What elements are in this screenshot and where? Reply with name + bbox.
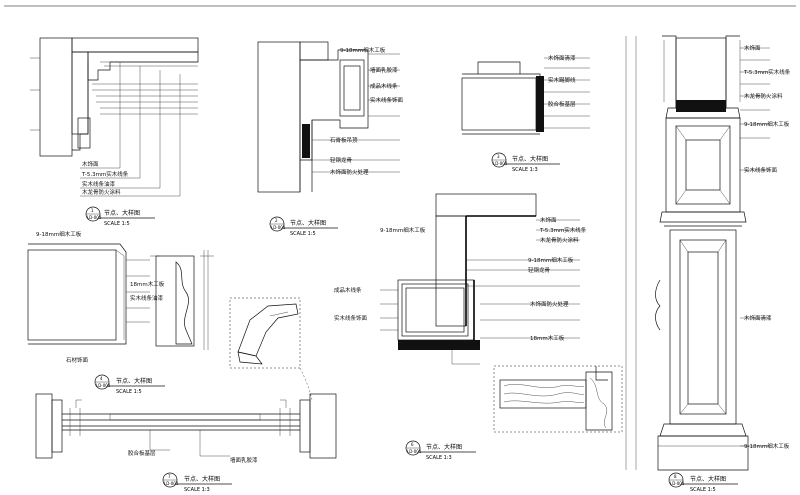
detail-3-title: 节点、大样图 xyxy=(512,155,548,163)
detail-2-drawing xyxy=(257,41,400,193)
note-8a: 木饰面 xyxy=(744,44,761,52)
note-3a: 木饰面清漆 xyxy=(548,54,576,62)
detail-1-title-block: 1 LD-002 节点、大样图 SCALE 1:5 xyxy=(85,206,155,227)
detail-2-tag-bottom: LD-002 xyxy=(271,225,286,230)
note-6b: T-5.3mm实木线条 xyxy=(539,226,587,234)
detail-4-tag-bottom: LD-002 xyxy=(96,383,111,388)
note-6e: 轻钢龙骨 xyxy=(528,266,551,274)
detail-7-tag-bottom: LD-002 xyxy=(164,481,179,486)
detail-2-title-block: 2 LD-002 节点、大样图 SCALE 1:5 xyxy=(269,216,338,237)
note-4d: 石材饰面 xyxy=(66,356,89,364)
note-2a: 9-18mm细木工板 xyxy=(340,46,386,54)
detail-1-drawing xyxy=(30,37,199,197)
detail-8-title: 节点、大样图 xyxy=(690,475,726,483)
note-6f: 木饰面防火处理 xyxy=(530,300,569,308)
detail-1-tag-top: 1 xyxy=(91,208,94,213)
detail-8-scale: SCALE 1:5 xyxy=(690,487,716,493)
detail-6-tag-bottom: LD-002 xyxy=(407,449,422,454)
detail-6-tag-top: 6 xyxy=(411,442,414,447)
note-2c: 成品木线条 xyxy=(370,82,398,90)
note-6j: 9-18mm细木工板 xyxy=(380,226,426,234)
note-6d: 9-18mm细木工板 xyxy=(528,256,574,264)
note-2b: 墙面乳胶漆 xyxy=(370,66,398,74)
detail-6-drawing xyxy=(380,193,580,365)
detail-6-title-block: 6 LD-002 节点、大样图 SCALE 1:3 xyxy=(405,440,476,461)
detail-3-title-block: 3 LD-002 节点、大样图 SCALE 1:3 xyxy=(491,152,560,173)
note-2e: 石膏板吊顶 xyxy=(330,136,358,144)
detail-1-title: 节点、大样图 xyxy=(104,209,140,217)
note-8d: 9-18mm细木工板 xyxy=(744,120,790,128)
detail-7-title: 节点、大样图 xyxy=(184,475,220,483)
detail-8-title-block: 8 LD-002 节点、大样图 SCALE 1:5 xyxy=(668,472,738,493)
note-7a: 胶合板基层 xyxy=(128,449,156,457)
detail-2-tag-top: 2 xyxy=(275,218,278,223)
detail-6b-drawing xyxy=(493,365,623,433)
note-4a: 9-18mm细木工板 xyxy=(36,230,82,238)
detail-4-tag-top: 4 xyxy=(100,376,103,381)
detail-4-scale: SCALE 1:5 xyxy=(116,389,142,395)
note-8f: 木饰面清漆 xyxy=(744,314,772,322)
detail-6-scale: SCALE 1:3 xyxy=(426,455,452,461)
note-6h: 成品木线条 xyxy=(334,286,362,294)
note-6c: 木龙骨防火涂料 xyxy=(540,236,579,244)
note-2d: 实木线条饰面 xyxy=(370,96,404,104)
note-3b: 实木踢脚线 xyxy=(548,76,576,84)
note-1b: T-5.3mm实木线条 xyxy=(81,170,129,178)
detail-7-drawing xyxy=(35,393,337,459)
note-8e: 实木线条饰面 xyxy=(744,166,778,174)
note-2f: 轻钢龙骨 xyxy=(330,156,353,164)
detail-1-scale: SCALE 1:5 xyxy=(104,221,130,227)
detail-7-title-block: 7 LD-002 节点、大样图 SCALE 1:3 xyxy=(162,472,232,493)
detail-1-tag-bottom: LD-002 xyxy=(87,215,102,220)
note-4b: 18mm木工板 xyxy=(130,280,165,288)
detail-7-scale: SCALE 1:3 xyxy=(184,487,210,493)
note-6a: 木饰面 xyxy=(540,216,557,224)
detail-4-drawing xyxy=(27,243,214,350)
note-4c: 实木线条油漆 xyxy=(130,294,164,302)
note-8g: 9-18mm细木工板 xyxy=(744,442,790,450)
detail-2-scale: SCALE 1:5 xyxy=(290,231,316,237)
note-8c: 木龙骨防火涂料 xyxy=(744,92,783,100)
detail-8-drawing xyxy=(625,35,770,471)
detail-3-tag-bottom: LD-002 xyxy=(493,161,508,166)
detail-3-drawing xyxy=(461,57,590,135)
note-1d: 木龙骨防火涂料 xyxy=(82,188,121,196)
detail-8-tag-top: 8 xyxy=(674,474,677,479)
detail-4-title-block: 4 LD-002 节点、大样图 SCALE 1:5 xyxy=(94,374,165,395)
detail-5-drawing xyxy=(229,297,313,401)
note-6g: 18mm木工板 xyxy=(530,334,565,342)
note-7b: 墙面乳胶漆 xyxy=(230,456,258,464)
detail-7-tag-top: 7 xyxy=(168,474,171,479)
detail-6-title: 节点、大样图 xyxy=(426,443,462,451)
detail-2-title: 节点、大样图 xyxy=(290,219,326,227)
note-1a: 木饰面 xyxy=(82,160,99,168)
note-3c: 胶合板基层 xyxy=(548,100,576,108)
detail-3-scale: SCALE 1:3 xyxy=(512,167,538,173)
detail-4-title: 节点、大样图 xyxy=(116,377,152,385)
note-8b: T-5.3mm实木线条 xyxy=(743,68,791,76)
detail-3-tag-top: 3 xyxy=(497,154,500,159)
note-6i: 实木线条饰面 xyxy=(334,314,368,322)
detail-8-tag-bottom: LD-002 xyxy=(670,481,685,486)
note-2g: 木饰面防火处理 xyxy=(330,168,369,176)
note-1c: 实木线条油漆 xyxy=(82,180,116,188)
